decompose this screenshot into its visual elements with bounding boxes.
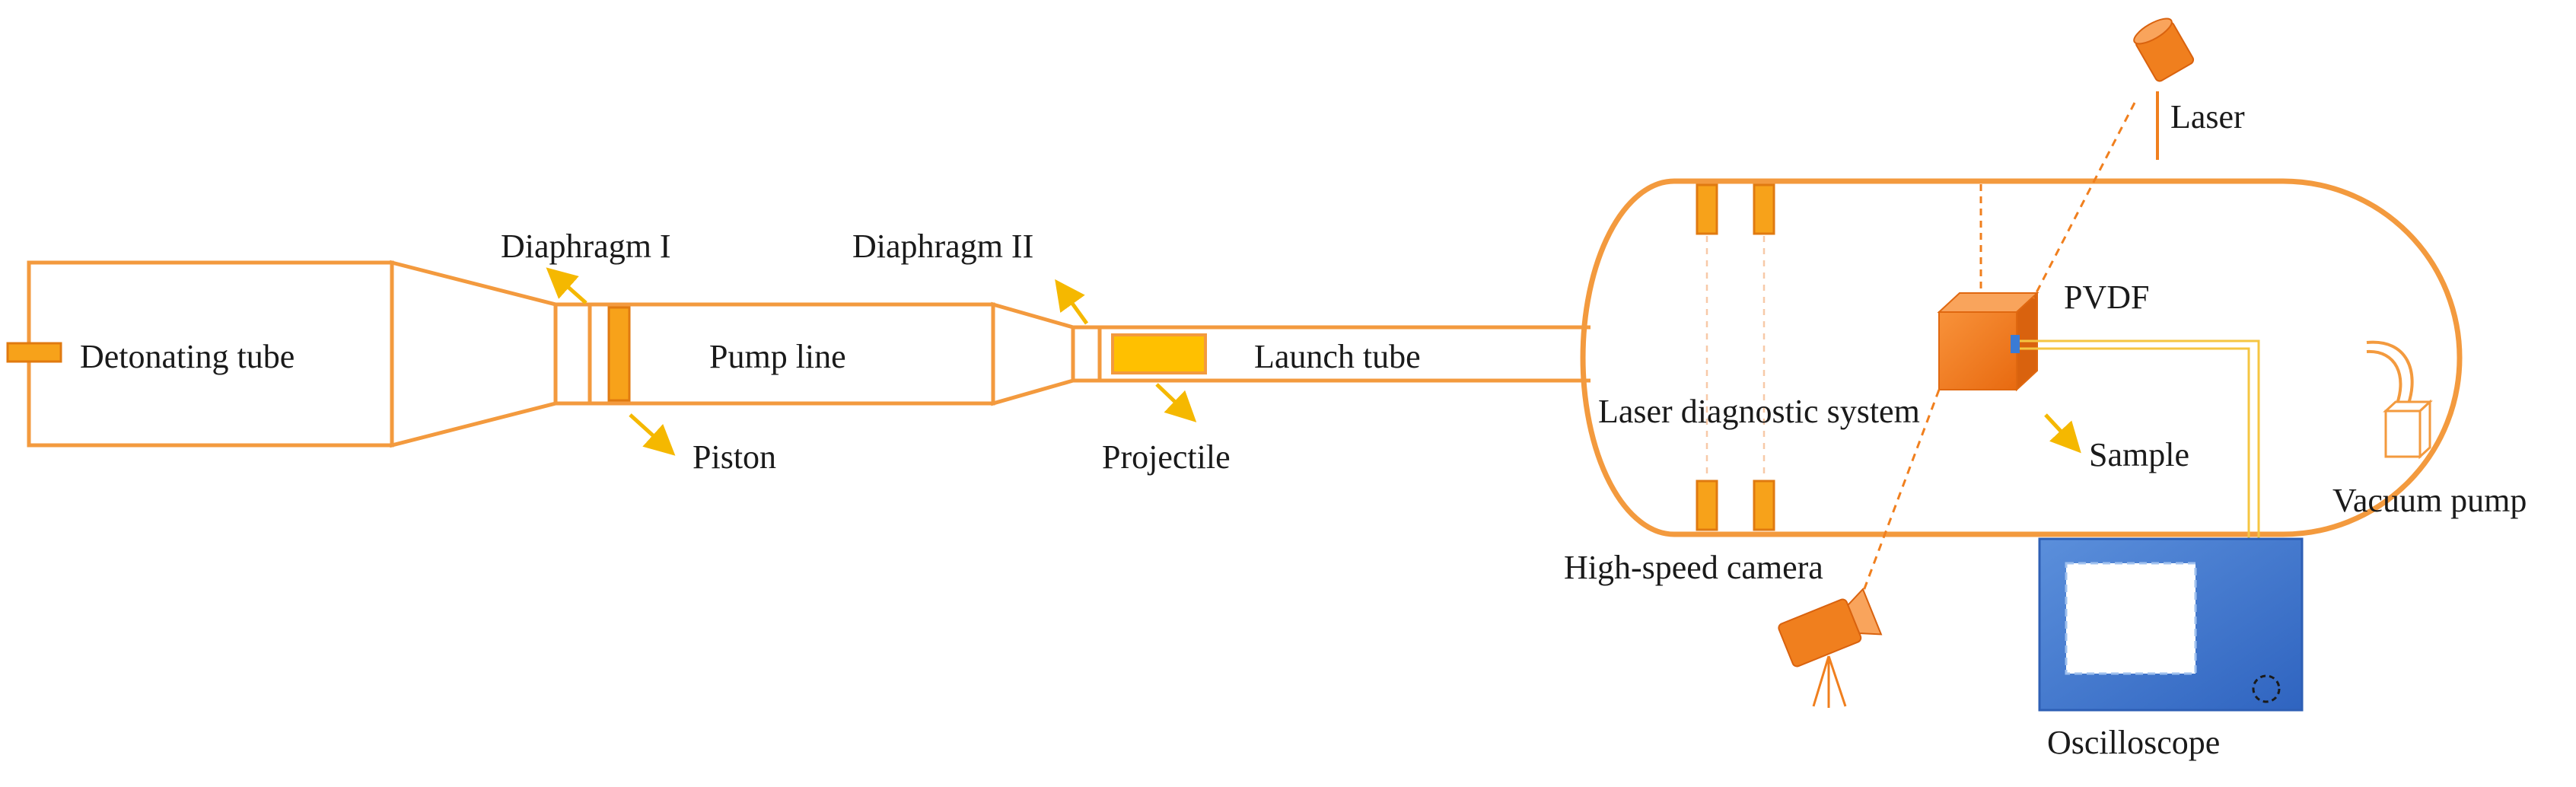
oscilloscope-label: Oscilloscope	[2047, 724, 2220, 761]
projectile-arrow	[1155, 383, 1197, 422]
projectile-label: Projectile	[1102, 438, 1231, 476]
oscilloscope	[2038, 537, 2304, 712]
target-chamber	[1580, 178, 2463, 537]
conical-transition	[390, 260, 558, 448]
oscilloscope-knob	[2252, 674, 2281, 703]
sample-cube	[1937, 291, 2039, 392]
vacuum-pump	[2383, 399, 2433, 460]
piston-label: Piston	[693, 438, 776, 476]
sample-label: Sample	[2089, 436, 2189, 473]
pvdf-label: PVDF	[2064, 279, 2150, 316]
second-conical-transition	[991, 301, 1075, 406]
diaphragm-1-arrow	[546, 267, 587, 304]
high-speed-camera	[1778, 588, 1883, 668]
piston	[607, 306, 631, 402]
projectile	[1111, 333, 1207, 374]
diaphragm-2-arrow	[1055, 279, 1089, 325]
diaphragm-2	[1071, 325, 1102, 383]
diaphragm-1-label: Diaphragm I	[501, 228, 671, 265]
camera-sightline	[1855, 389, 1941, 610]
pump-line-label: Pump line	[709, 338, 846, 375]
laser-diagnostic-windows	[1696, 183, 1775, 531]
vacuum-pump-hose	[2366, 340, 2414, 404]
diaphragm-2-label: Diaphragm II	[852, 228, 1033, 265]
high-speed-camera-label: High-speed camera	[1564, 549, 1823, 586]
signal-cable-inner	[2020, 347, 2250, 578]
piston-arrow	[629, 413, 676, 456]
laser-diagnostic-system-label: Laser diagnostic system	[1598, 393, 1920, 430]
vacuum-pump-label: Vacuum pump	[2332, 482, 2527, 519]
diaphragm-1	[553, 302, 592, 406]
laser-device	[2133, 18, 2195, 82]
laser-label: Laser	[2170, 98, 2245, 135]
signal-cable-outer	[2020, 339, 2260, 578]
oscilloscope-screen	[2065, 562, 2197, 675]
detonator-plug	[6, 342, 62, 363]
detonating-tube-label: Detonating tube	[80, 338, 295, 375]
launch-tube-label: Launch tube	[1254, 338, 1421, 375]
pvdf-sensor	[2011, 335, 2020, 353]
camera-tripod	[1812, 655, 1847, 708]
laser-beam	[2032, 102, 2136, 299]
vacuum-pump-hose-inner	[2366, 349, 2402, 404]
sample-arrow	[2044, 413, 2081, 454]
